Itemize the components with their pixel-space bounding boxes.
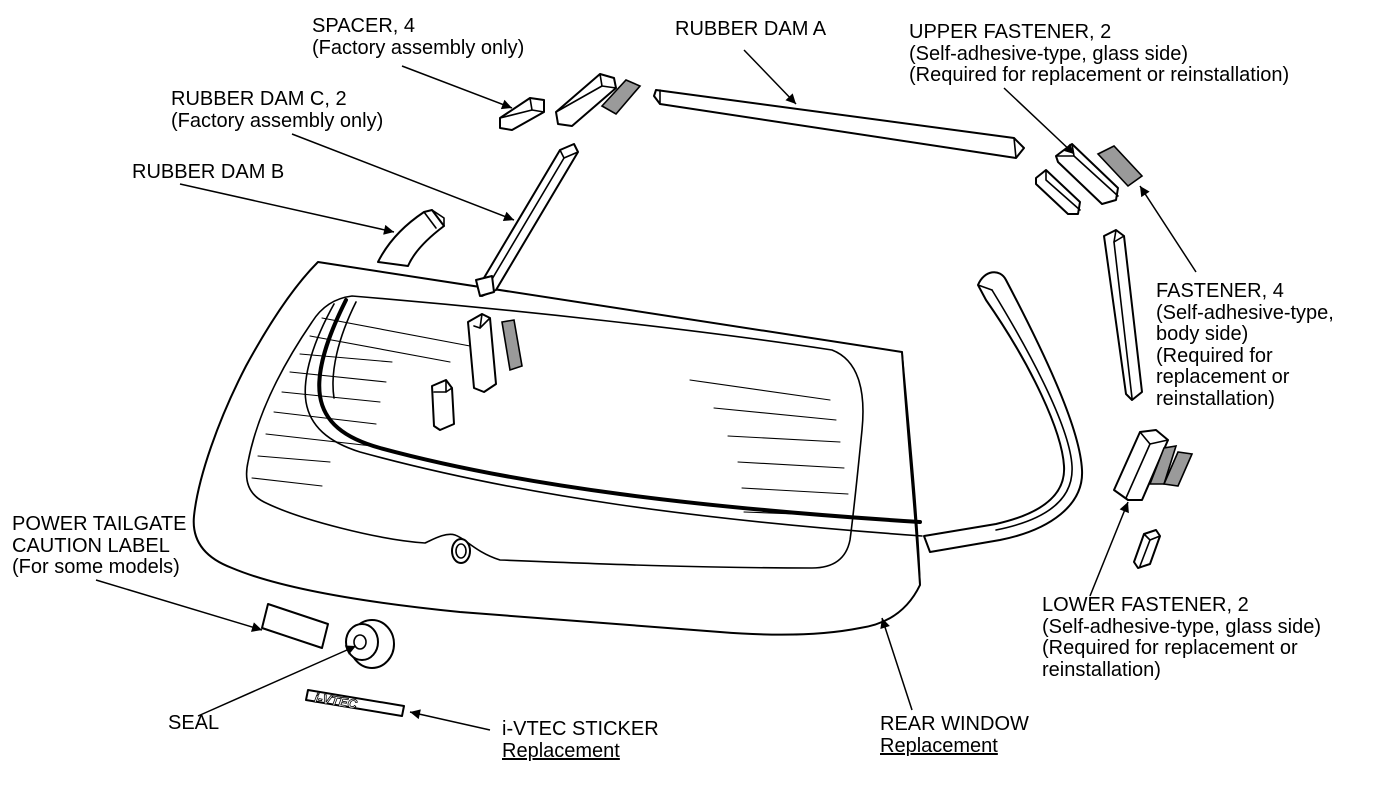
label-line: LOWER FASTENER, 2	[1042, 594, 1249, 616]
label-upper-fastener: UPPER FASTENER, 2 (Self-adhesive-type, g…	[909, 21, 1290, 87]
leader-caution-label	[95, 579, 263, 632]
label-line: SEAL	[168, 712, 220, 734]
label-line: FASTENER, 4	[1156, 280, 1284, 302]
caution-label	[261, 603, 329, 649]
body-rubber-frame	[923, 271, 1084, 553]
label-line: body side)	[1156, 323, 1249, 345]
label-lower-fastener: LOWER FASTENER, 2 (Self-adhesive-type, g…	[1042, 594, 1322, 681]
ivtec-emblem-text: i-VTEC	[314, 690, 359, 712]
spacer-right	[1035, 169, 1081, 215]
leader-lines	[95, 49, 1197, 731]
leader-seal	[197, 645, 357, 717]
leader-ivtec	[409, 709, 491, 731]
label-line: (Required for replacement or reinstallat…	[909, 64, 1290, 86]
label-ivtec-sticker: i-VTEC STICKER Replacement	[502, 718, 659, 762]
label-line: RUBBER DAM A	[675, 18, 827, 40]
label-power-tailgate: POWER TAILGATE CAUTION LABEL (For some m…	[12, 513, 187, 579]
label-fastener: FASTENER, 4 (Self-adhesive-type, body si…	[1156, 280, 1334, 410]
spacer-glass	[431, 379, 455, 431]
label-line: CAUTION LABEL	[12, 534, 170, 557]
label-line: reinstallation)	[1042, 658, 1161, 681]
leader-upper-fastener	[1003, 87, 1075, 155]
seal	[345, 619, 395, 669]
label-line: (Factory assembly only)	[312, 36, 525, 59]
leader-lower-fastener	[1089, 501, 1129, 597]
label-line: (Required for	[1156, 344, 1273, 367]
label-line: (Self-adhesive-type,	[1156, 301, 1334, 324]
label-line: POWER TAILGATE	[12, 513, 187, 535]
lower-fastener	[1113, 429, 1194, 501]
leader-rubber-dam-c	[291, 133, 515, 222]
label-line: (Required for replacement or	[1042, 637, 1298, 659]
label-line: reinstallation)	[1156, 387, 1275, 410]
spacer-lower-right	[1133, 529, 1161, 569]
label-line: (Self-adhesive-type, glass side)	[909, 42, 1189, 65]
label-line: RUBBER DAM B	[132, 161, 285, 183]
label-line: UPPER FASTENER, 2	[909, 21, 1112, 43]
fastener-long-right	[1103, 229, 1143, 401]
ivtec-emblem: i-VTEC	[305, 689, 405, 717]
label-rubber-dam-c: RUBBER DAM C, 2 (Factory assembly only)	[171, 88, 384, 132]
spacer-top	[499, 97, 545, 131]
rubber-dam-c	[477, 143, 579, 297]
label-seal: SEAL	[168, 712, 220, 735]
leader-fastener	[1139, 185, 1197, 273]
label-line: i-VTEC STICKER	[502, 718, 659, 740]
rear-window-glass	[192, 261, 923, 636]
leader-rubber-dam-a	[743, 49, 797, 105]
leader-rubber-dam-b	[179, 183, 395, 235]
upper-fastener	[1055, 143, 1144, 205]
rubber-dam-a	[653, 89, 1025, 159]
rear-window-replacement-link[interactable]: Replacement	[880, 734, 998, 757]
fastener-on-glass	[467, 313, 523, 393]
rubber-dam-b	[377, 209, 445, 267]
label-spacer: SPACER, 4 (Factory assembly only)	[312, 15, 525, 59]
label-line: REAR WINDOW	[880, 713, 1029, 735]
label-line: SPACER, 4	[312, 15, 415, 37]
fastener-top	[555, 73, 642, 127]
rubber-dam-c-mounted	[475, 275, 495, 297]
label-line: replacement or	[1156, 366, 1290, 388]
leader-rear-window	[880, 617, 913, 711]
ivtec-replacement-link[interactable]: Replacement	[502, 739, 620, 762]
label-rear-window: REAR WINDOW Replacement	[880, 713, 1029, 757]
label-rubber-dam-a: RUBBER DAM A	[675, 18, 827, 41]
label-rubber-dam-b: RUBBER DAM B	[132, 161, 285, 184]
label-line: (Factory assembly only)	[171, 109, 384, 132]
label-line: (Self-adhesive-type, glass side)	[1042, 615, 1322, 638]
label-line: (For some models)	[12, 556, 180, 578]
label-line: RUBBER DAM C, 2	[171, 88, 347, 110]
leader-spacer	[401, 65, 513, 110]
